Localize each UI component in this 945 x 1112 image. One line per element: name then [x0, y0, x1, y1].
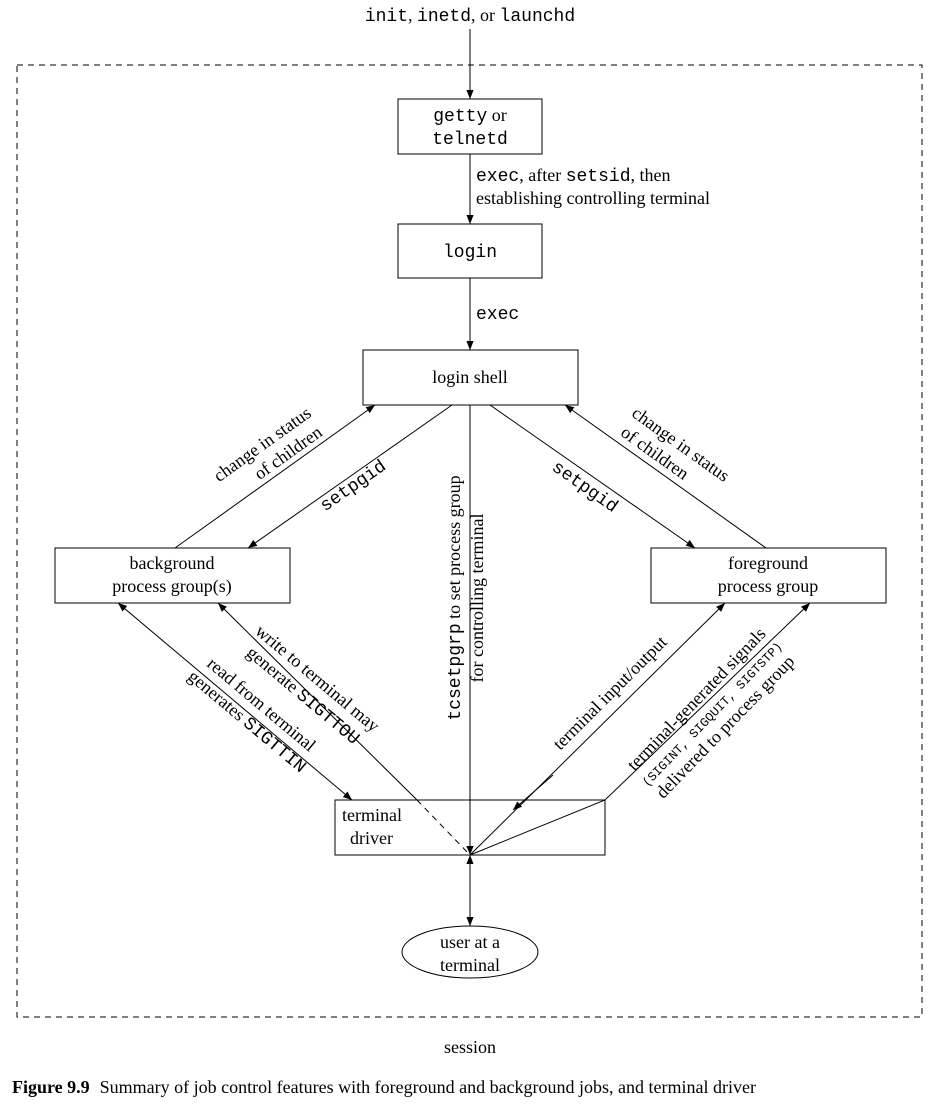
terminal-driver-line1: terminal	[342, 805, 402, 825]
tcsetpgrp-label: tcsetpgrp to set process group for contr…	[444, 475, 487, 720]
user-label-line1: user at a	[440, 932, 500, 952]
read-terminal-arrow	[117, 602, 353, 801]
svg-text:setpgid: setpgid	[548, 458, 621, 518]
svg-text:tcsetpgrp to set process group: tcsetpgrp to set process group	[444, 475, 466, 720]
telnetd-label: telnetd	[432, 130, 508, 150]
user-label-line2: terminal	[440, 955, 500, 975]
write-terminal-arrow	[217, 602, 418, 801]
right-setpgid-label: setpgid	[548, 458, 621, 518]
foreground-setpgid-arrow	[489, 404, 696, 549]
login-shell-label: login shell	[432, 367, 508, 387]
establishing-terminal-label: establishing controlling terminal	[476, 188, 710, 208]
session-label: session	[444, 1037, 496, 1057]
write-terminal-dashed	[416, 799, 471, 856]
foreground-status-arrow	[564, 404, 767, 549]
background-process-group-box	[54, 547, 291, 604]
svg-text:setpgid: setpgid	[317, 457, 390, 517]
foreground-label-line1: foreground	[728, 553, 808, 573]
terminal-io-arrowhead	[512, 774, 554, 811]
svg-text:for controlling terminal: for controlling terminal	[467, 514, 487, 683]
background-label-line2: process group(s)	[112, 576, 231, 597]
background-status-arrow	[174, 404, 376, 549]
background-label-line1: background	[130, 553, 215, 573]
foreground-process-group-box	[650, 547, 887, 604]
terminal-driver-line2: driver	[350, 828, 393, 848]
svg-text:(SIGINT, SIGQUIT, SIGTSTP): (SIGINT, SIGQUIT, SIGTSTP)	[640, 640, 786, 790]
terminal-io-line	[469, 602, 726, 856]
left-status-label: change in status of children	[210, 403, 326, 486]
source-processes-label: init, inetd, or launchd	[365, 5, 575, 27]
exec-label: exec	[476, 305, 519, 325]
login-label: login	[443, 243, 497, 263]
foreground-label-line2: process group	[718, 576, 818, 596]
getty-label: getty or	[433, 105, 507, 127]
background-setpgid-arrow	[247, 404, 453, 549]
exec-after-setsid-label: exec, after setsid, then	[476, 165, 671, 187]
login-shell-box	[362, 349, 579, 406]
login-box	[397, 223, 543, 279]
left-setpgid-label: setpgid	[317, 457, 390, 517]
signals-arrow	[469, 602, 811, 856]
getty-box	[397, 98, 543, 155]
